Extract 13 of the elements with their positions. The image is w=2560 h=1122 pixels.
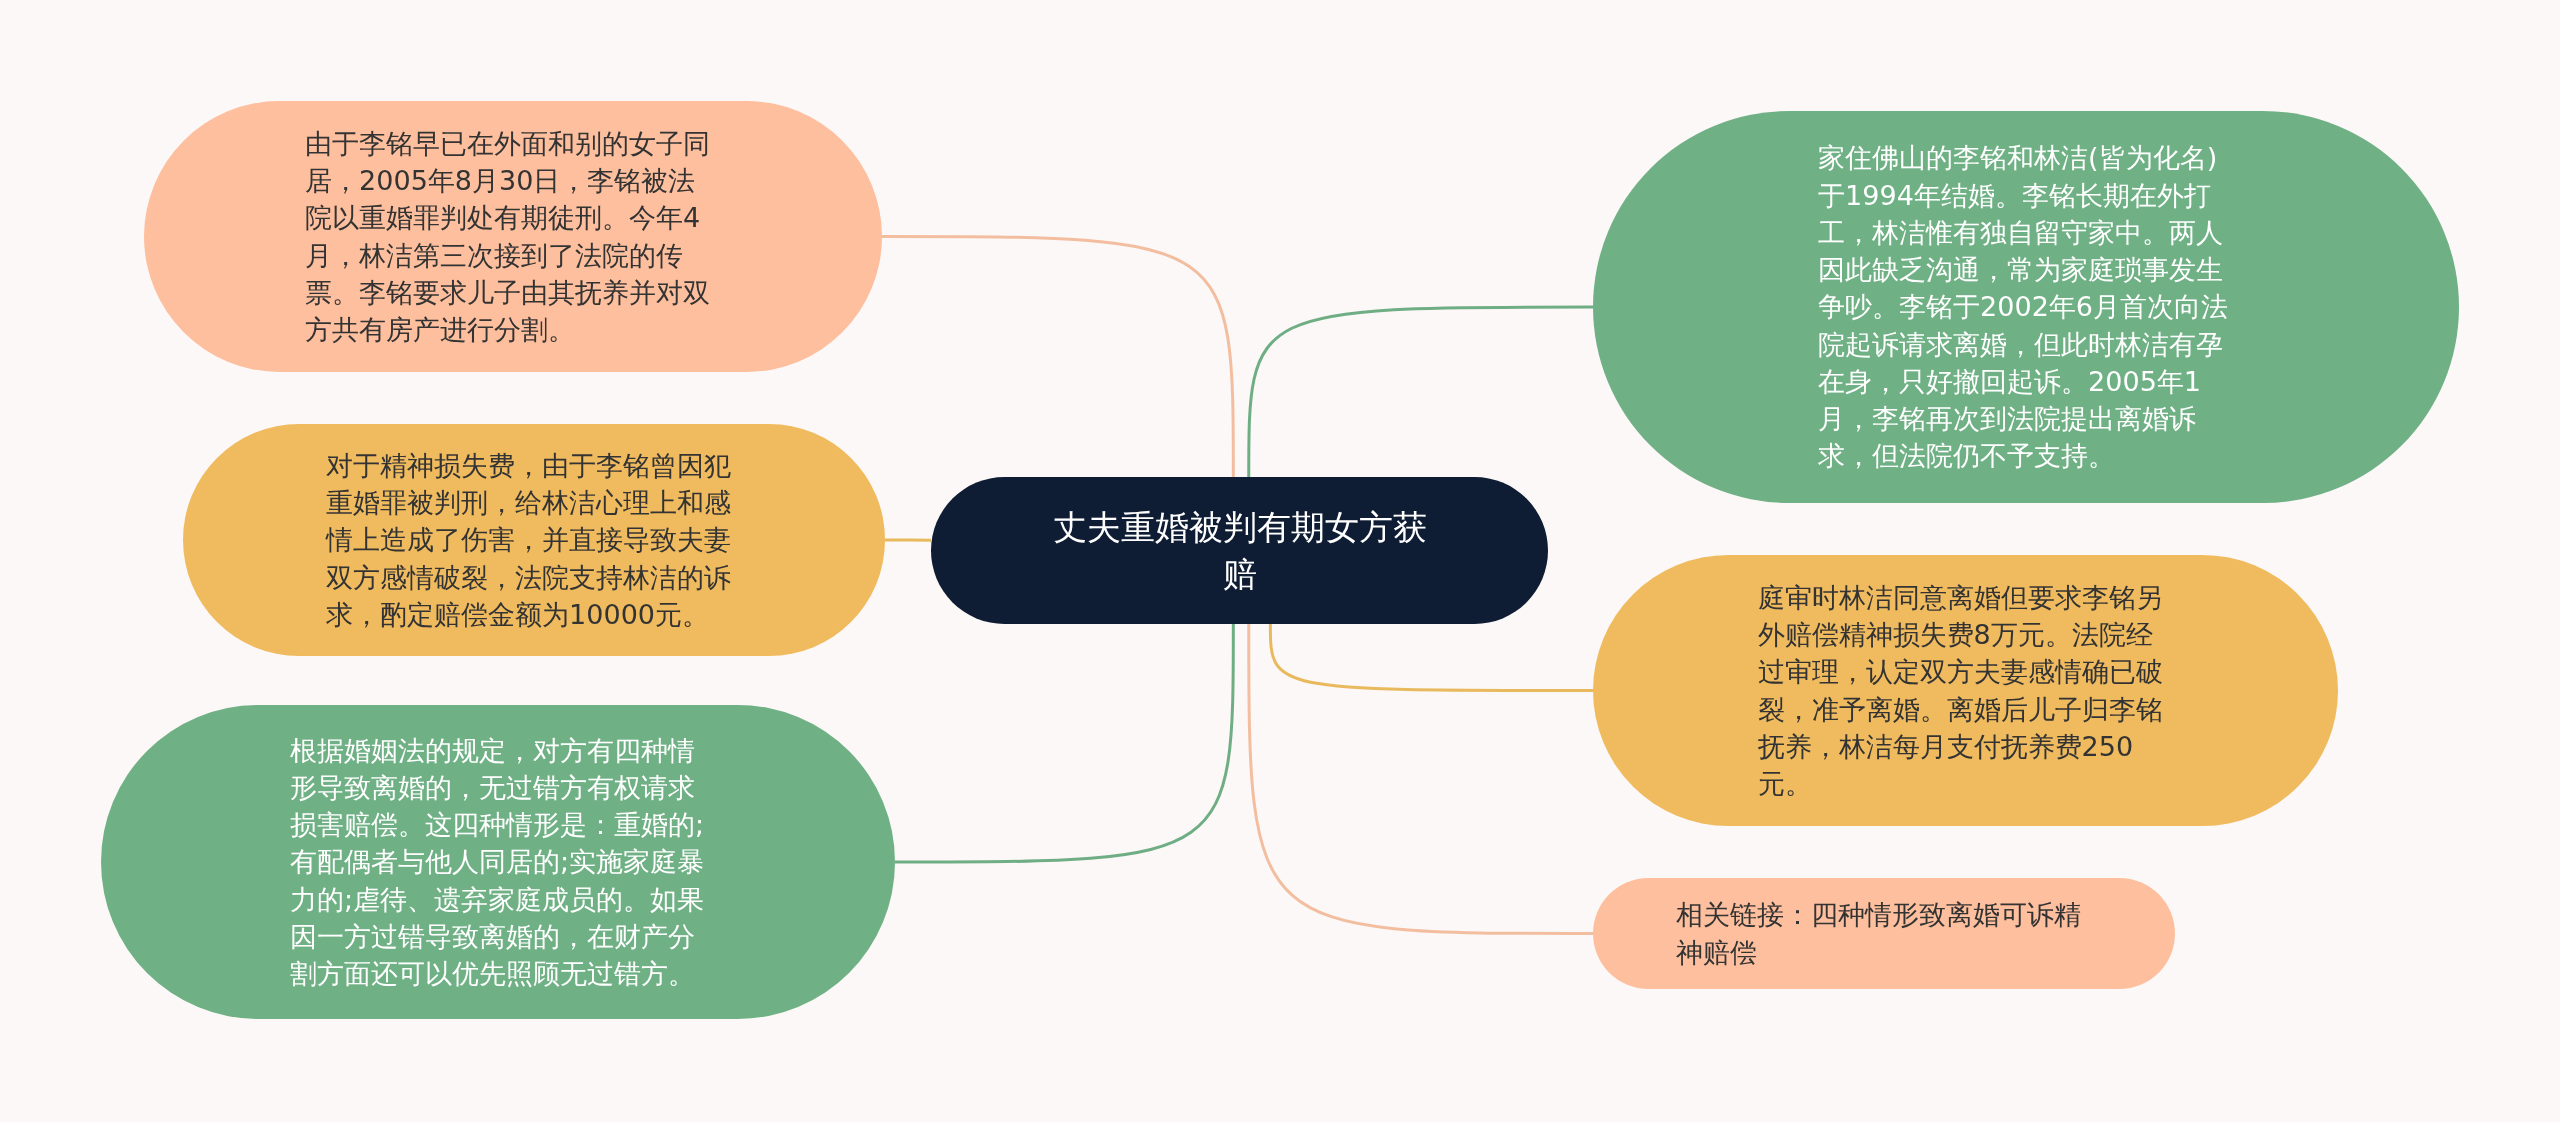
connector-line: [1247, 305, 1593, 477]
topic-title: 丈夫重婚被判有期女方获赔: [1051, 505, 1428, 596]
topic-text: 由于李铭早已在外面和别的女子同居，2005年8月30日，李铭被法院以重婚罪判处有期徒刑。今年4月，林洁第三次接到了法院的传票。李铭要求儿子由其抚养并对双方共有房产进行分割。: [305, 126, 712, 347]
topic-text: 家住佛山的李铭和林洁(皆为化名)于1994年结婚。李铭长期在外打工，林洁惟有独自留守家中。两人因此缺乏沟通，常为家庭琐事发生争吵。李铭于2002年6月首次向法院起诉请求离婚，但此时林洁有孕在身，只好撤回起诉。2005年1月，李铭再次到法院提出离婚诉求，但法院仍不予支持。: [1818, 141, 2229, 474]
connector-line: [895, 624, 1235, 864]
topic-text: 庭审时林洁同意离婚但要求李铭另外赔偿精神损失费8万元。法院经过审理，认定双方夫妻感情确已破裂，准予离婚。离婚后儿子归李铭抚养，林洁每月支付抚养费250元。: [1757, 580, 2164, 801]
topic-text: 对于精神损失费，由于李铭曾因犯重婚罪被判刑，给林洁心理上和感情上造成了伤害，并直接导致夫妻双方感情破裂，法院支持林洁的诉求，酌定赔偿金额为10000元。: [326, 448, 733, 632]
topic-text: 相关链接：四种情形致离婚可诉精神赔偿: [1676, 898, 2083, 970]
topic-text: 根据婚姻法的规定，对方有四种情形导致离婚的，无过错方有权请求损害赔偿。这四种情形是：重婚的;有配偶者与他人同居的;实施家庭暴力的;虐待、遗弃家庭成员的。如果因一方过错导致离婚的，在财产分割方面还可以优先照顾无过错方。: [290, 733, 706, 992]
connector-line: [882, 235, 1235, 477]
connector-line: [1247, 624, 1593, 935]
connector-line: [1268, 624, 1593, 692]
connector-line: [885, 538, 931, 542]
